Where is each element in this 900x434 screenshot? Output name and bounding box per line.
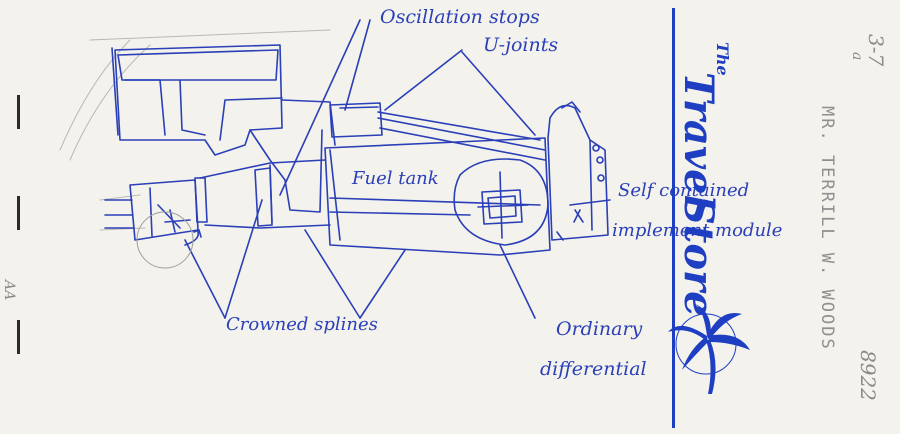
letterhead-article: The <box>713 42 732 76</box>
addressee-typed: MR. TERRILL W. WOODS <box>817 106 837 351</box>
page-number-sub-note: a <box>849 52 865 61</box>
spline-block <box>254 167 273 227</box>
leader-ujoints <box>384 49 463 111</box>
left-hub <box>129 179 199 241</box>
label-implement-module: implement module <box>612 220 783 241</box>
label-fuel-tank: Fuel tank <box>352 168 439 189</box>
palm-tree-logo-icon <box>668 304 750 394</box>
implement-module <box>547 104 609 241</box>
fuel-tank <box>324 137 551 256</box>
differential-circle <box>453 158 549 246</box>
binder-mark-top <box>17 95 20 129</box>
oscillation-stop-block <box>329 102 383 138</box>
binder-mark-middle <box>17 196 20 230</box>
page-number-note: 3-7 <box>864 34 888 67</box>
letterhead-rule <box>672 8 675 428</box>
binder-mark-bottom <box>17 320 20 354</box>
letterhead-word-travel: Travel <box>675 72 722 210</box>
label-differential: differential <box>540 358 647 380</box>
label-u-joints: U-joints <box>483 34 559 56</box>
leader-differential <box>499 244 536 319</box>
left-margin-note: AA <box>1 280 17 301</box>
letterhead-word-store: Store <box>675 196 722 317</box>
cab-outline <box>114 44 283 156</box>
label-ordinary: Ordinary <box>556 318 643 340</box>
label-crowned-splines: Crowned splines <box>226 314 378 335</box>
leader-crowned-splines <box>184 239 226 319</box>
leader-oscillation <box>344 19 371 111</box>
label-self-contained: Self contained <box>618 180 750 201</box>
catalog-number-note: 8922 <box>856 350 880 401</box>
label-oscillation-stops: Oscillation stops <box>380 6 540 28</box>
